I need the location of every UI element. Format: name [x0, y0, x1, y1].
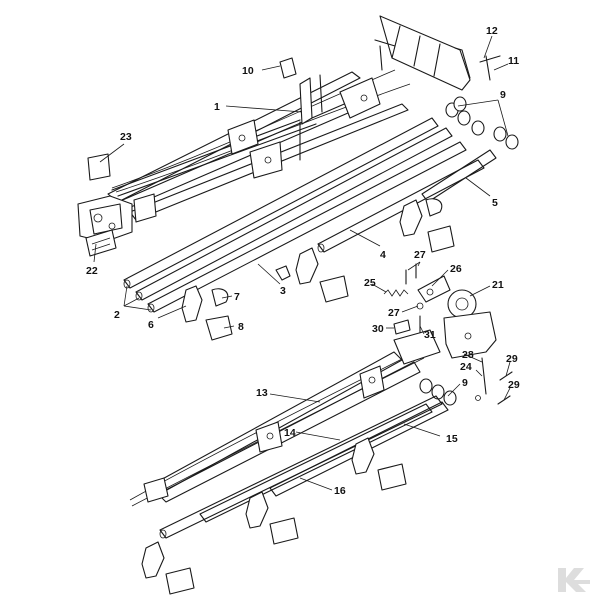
callout-16: 16 — [334, 485, 346, 497]
callout-8: 8 — [238, 321, 244, 333]
callout-25: 25 — [364, 277, 376, 289]
upper-tubes — [123, 117, 497, 313]
callout-labels: 1 2 3 4 5 6 7 8 9 9 10 11 12 13 14 15 16… — [86, 25, 520, 497]
connector-parts — [279, 55, 519, 405]
callout-9-upper: 9 — [500, 89, 506, 101]
callout-29-upper: 29 — [506, 353, 518, 365]
upper-nozzle-assemblies — [181, 198, 455, 341]
upper-boom-frame — [77, 15, 471, 257]
lower-boom-frame — [129, 329, 457, 539]
callout-14: 14 — [284, 427, 296, 439]
callout-1: 1 — [214, 101, 220, 113]
leader-lines — [93, 35, 511, 491]
callout-10: 10 — [242, 65, 254, 77]
callout-13: 13 — [256, 387, 268, 399]
callout-5: 5 — [492, 197, 498, 209]
callout-2: 2 — [114, 309, 120, 321]
callout-31: 31 — [424, 329, 436, 341]
callout-3: 3 — [280, 285, 286, 297]
callout-24: 24 — [460, 361, 472, 373]
k-logo-icon — [558, 568, 590, 592]
callout-6: 6 — [148, 319, 154, 331]
callout-28: 28 — [462, 349, 474, 361]
callout-27-lower: 27 — [388, 307, 400, 319]
callout-11: 11 — [508, 55, 519, 67]
callout-27-upper: 27 — [414, 249, 426, 261]
callout-30: 30 — [372, 323, 384, 335]
callout-7: 7 — [234, 291, 240, 303]
callout-22: 22 — [86, 265, 98, 277]
callout-4: 4 — [380, 249, 386, 261]
callout-21: 21 — [492, 279, 504, 291]
callout-26: 26 — [450, 263, 462, 275]
fittings-upper — [445, 96, 519, 150]
callout-12: 12 — [486, 25, 498, 37]
callout-15: 15 — [446, 433, 458, 445]
callout-29-lower: 29 — [508, 379, 520, 391]
callout-9-lower: 9 — [462, 377, 468, 389]
callout-23: 23 — [120, 131, 132, 143]
lower-nozzle-assemblies — [141, 437, 407, 595]
